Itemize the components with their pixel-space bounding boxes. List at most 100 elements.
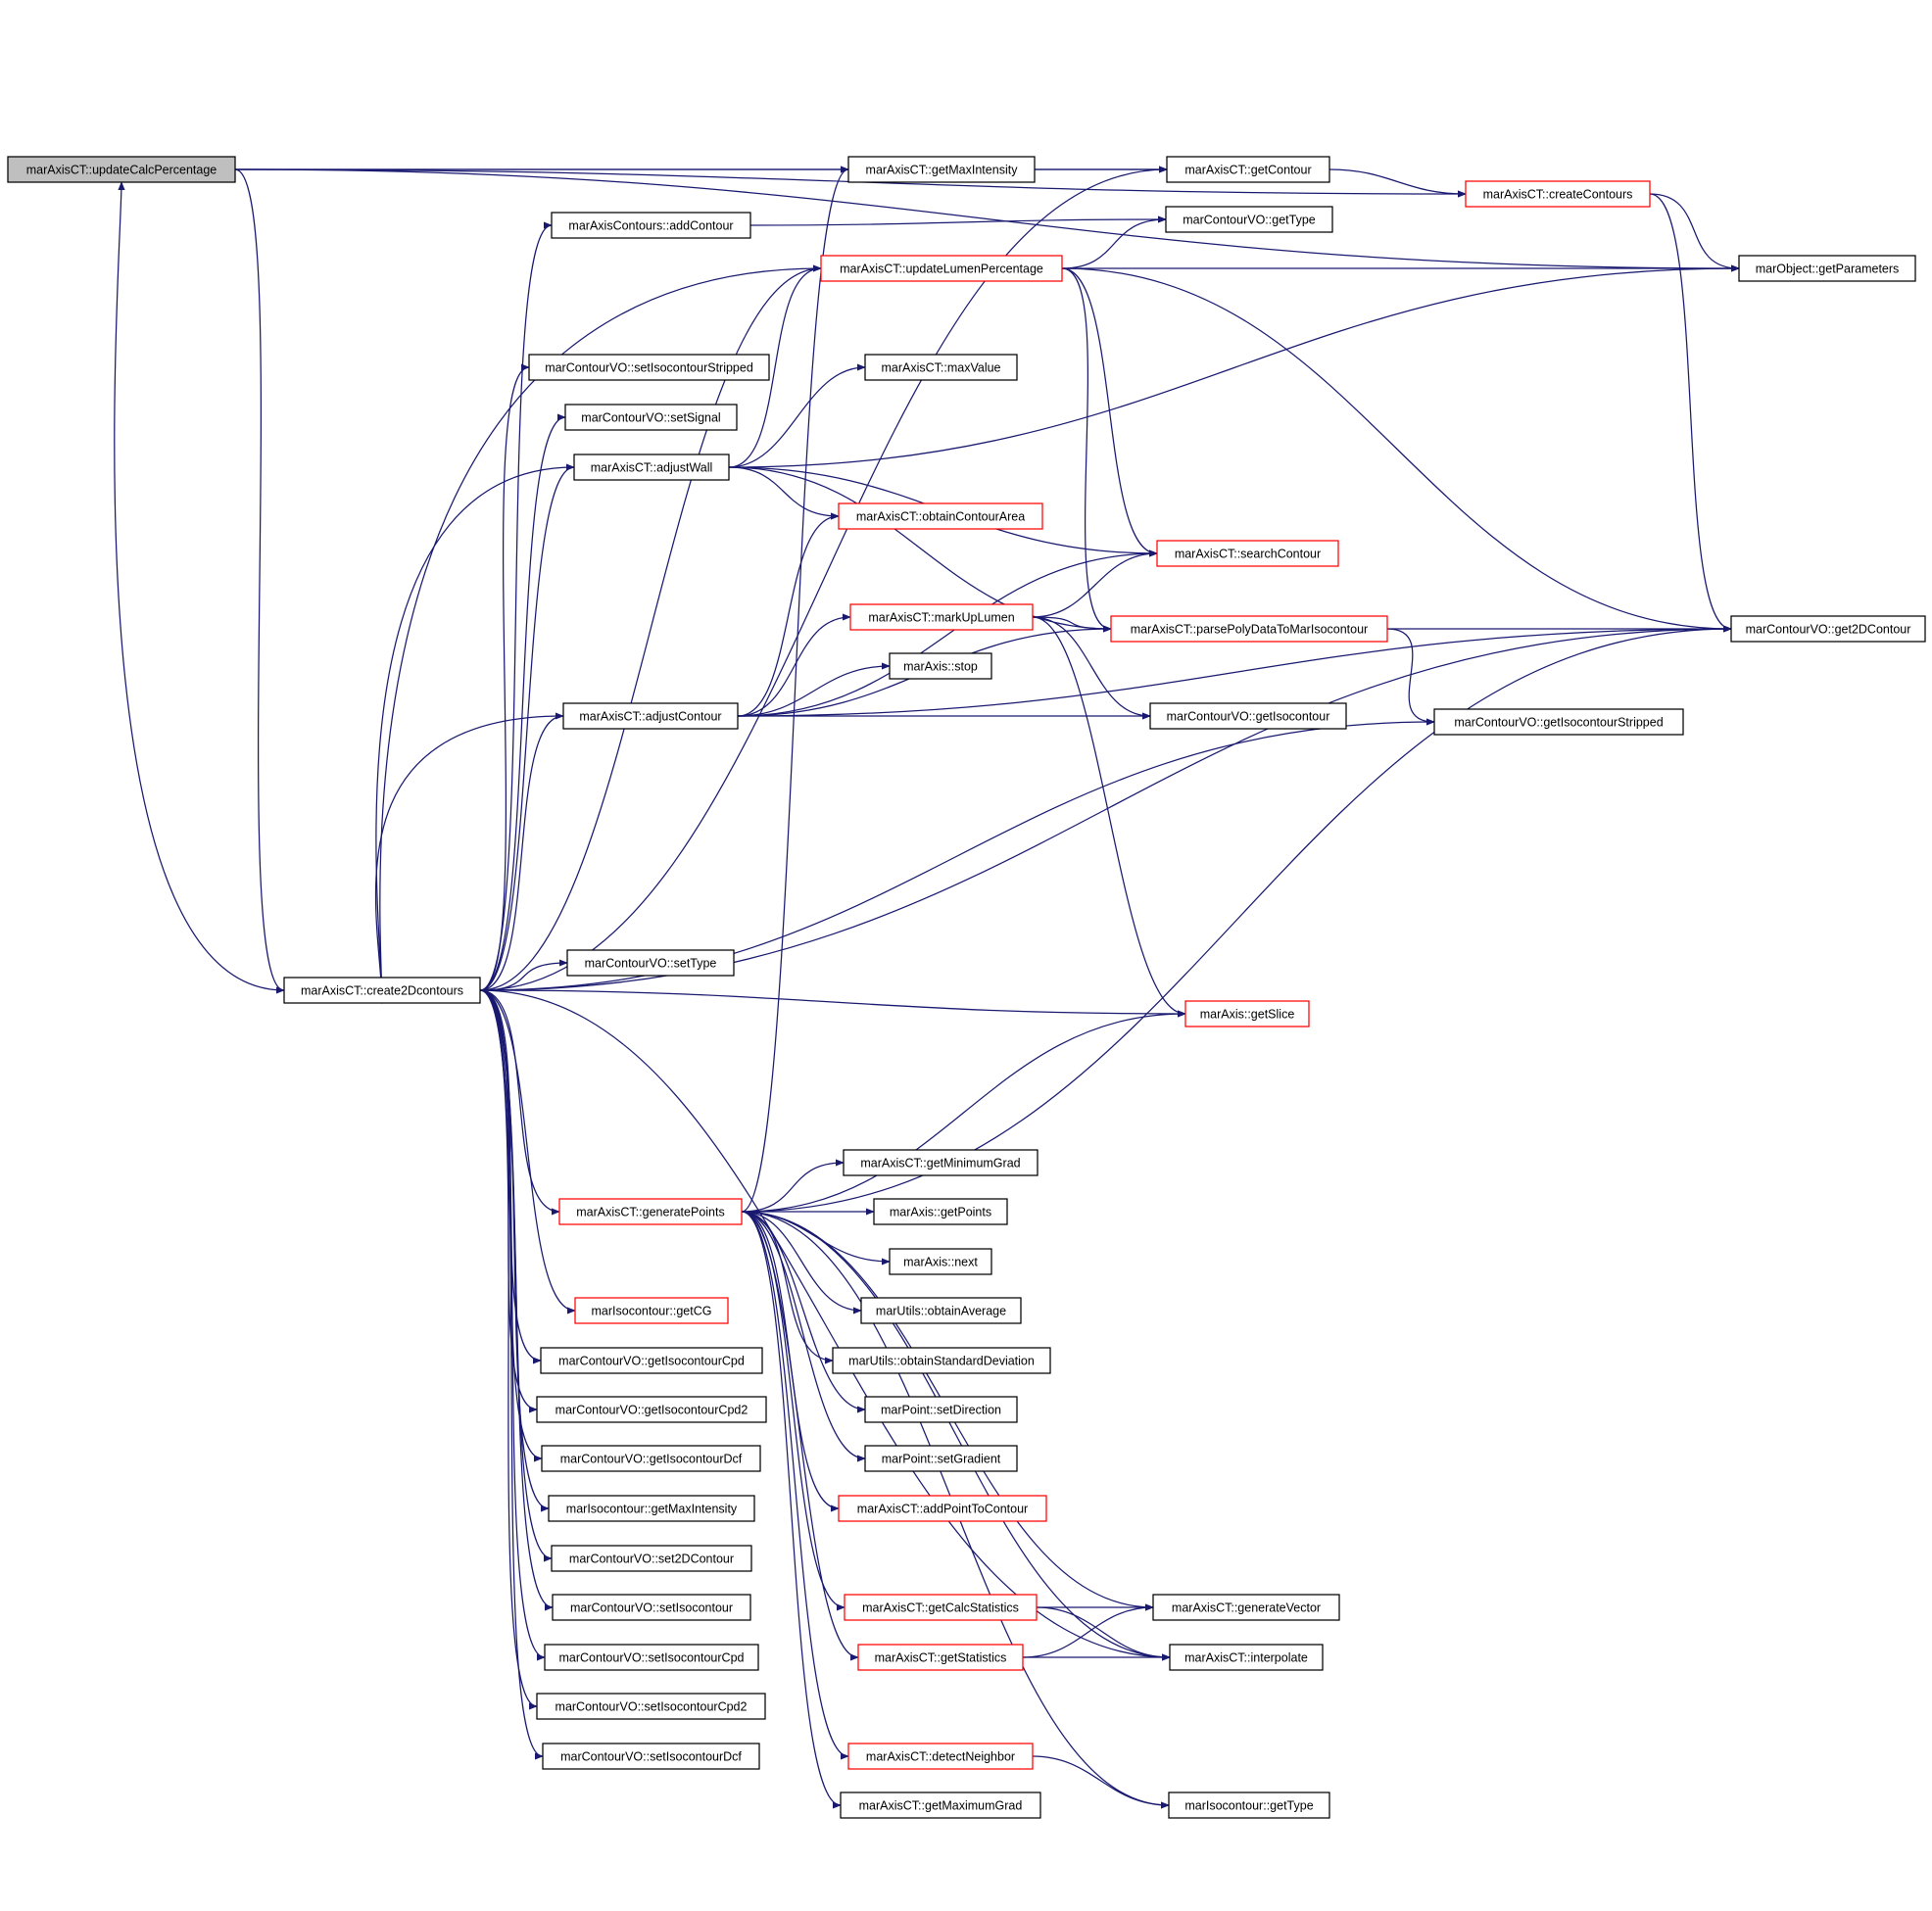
node-marcontourvo-getisocontourcpd[interactable]: marContourVO::getIsocontourCpd <box>540 1347 763 1374</box>
node-label: marAxisCT::adjustContour <box>579 709 721 723</box>
node-box <box>548 1495 755 1522</box>
node-marcontourvo-getisocontourdcf[interactable]: marContourVO::getIsocontourDcf <box>541 1445 761 1472</box>
node-marcontourvo-setisocontourdcf[interactable]: marContourVO::setIsocontourDcf <box>542 1743 760 1770</box>
node-marcontourvo-gettype[interactable]: marContourVO::getType <box>1165 206 1333 233</box>
call-edge <box>741 1211 862 1314</box>
node-maraxis-getpoints[interactable]: marAxis::getPoints <box>873 1198 1008 1225</box>
node-maraxisct-obtaincontourarea[interactable]: marAxisCT::obtainContourArea <box>838 502 1043 530</box>
node-maraxisct-markuplumen[interactable]: marAxisCT::markUpLumen <box>849 603 1034 631</box>
node-marobject-getparameters[interactable]: marObject::getParameters <box>1738 255 1916 282</box>
call-edge <box>741 166 849 1213</box>
node-label: marAxisCT::updateLumenPercentage <box>840 262 1043 275</box>
call-edge <box>479 625 1732 991</box>
node-label: marContourVO::setSignal <box>581 410 720 424</box>
node-label: marAxisCT::searchContour <box>1175 547 1321 560</box>
node-maraxis-stop[interactable]: marAxis::stop <box>889 652 992 680</box>
call-edge <box>1386 628 1435 726</box>
node-maraxisct-updatelumenpercentage[interactable]: marAxisCT::updateLumenPercentage <box>820 255 1063 282</box>
node-label: marIsocontour::getMaxIntensity <box>566 1502 738 1515</box>
node-label: marContourVO::setIsocontourStripped <box>545 360 753 374</box>
node-maraxisct-create2dcontours[interactable]: marAxisCT::create2Dcontours <box>283 977 481 1004</box>
node-marpoint-setdirection[interactable]: marPoint::setDirection <box>864 1396 1018 1423</box>
node-maraxisct-updatecalcpercentage[interactable]: marAxisCT::updateCalcPercentage <box>7 156 236 183</box>
node-label: marContourVO::getIsocontourCpd2 <box>555 1403 749 1416</box>
node-marcontourvo-settype[interactable]: marContourVO::setType <box>566 949 735 977</box>
node-marcontourvo-setsignal[interactable]: marContourVO::setSignal <box>564 404 738 431</box>
node-maraxisct-getmaxintensity[interactable]: marAxisCT::getMaxIntensity <box>847 156 1036 183</box>
call-edge <box>1061 267 1732 633</box>
node-marcontourvo-setisocontourstripped[interactable]: marContourVO::setIsocontourStripped <box>528 354 770 381</box>
node-maraxis-getslice[interactable]: marAxis::getSlice <box>1184 1000 1310 1027</box>
node-label: marAxisCT::getStatistics <box>875 1650 1007 1664</box>
node-maraxiscontours-addcontour[interactable]: marAxisContours::addContour <box>551 212 751 239</box>
node-box <box>838 502 1043 530</box>
node-marcontourvo-get2dcontour[interactable]: marContourVO::get2DContour <box>1730 615 1926 643</box>
node-marcontourvo-setisocontourcpd[interactable]: marContourVO::setIsocontourCpd <box>544 1644 759 1671</box>
call-edge <box>737 549 1158 717</box>
node-marcontourvo-setisocontour[interactable]: marContourVO::setIsocontour <box>552 1594 751 1621</box>
node-box <box>1738 255 1916 282</box>
node-label: marAxis::getPoints <box>890 1205 991 1218</box>
node-marcontourvo-getisocontour[interactable]: marContourVO::getIsocontour <box>1149 702 1347 730</box>
node-label: marAxisCT::create2Dcontours <box>301 983 463 997</box>
node-box <box>820 255 1063 282</box>
node-marcontourvo-getisocontourcpd2[interactable]: marContourVO::getIsocontourCpd2 <box>536 1396 767 1423</box>
node-box <box>573 454 730 481</box>
node-marcontourvo-setisocontourcpd2[interactable]: marContourVO::setIsocontourCpd2 <box>536 1693 766 1720</box>
node-maraxisct-generatepoints[interactable]: marAxisCT::generatePoints <box>558 1198 743 1225</box>
call-edge <box>741 1211 866 1462</box>
node-marisocontour-getcg[interactable]: marIsocontour::getCG <box>574 1297 729 1324</box>
node-maraxisct-getstatistics[interactable]: marAxisCT::getStatistics <box>857 1644 1024 1671</box>
node-box <box>840 1792 1041 1819</box>
node-maraxisct-maxvalue[interactable]: marAxisCT::maxValue <box>864 354 1018 381</box>
node-box <box>1168 1792 1330 1819</box>
node-maraxisct-interpolate[interactable]: marAxisCT::interpolate <box>1169 1644 1324 1671</box>
node-maraxisct-createcontours[interactable]: marAxisCT::createContours <box>1465 180 1651 208</box>
node-box <box>528 354 770 381</box>
node-maraxis-next[interactable]: marAxis::next <box>889 1248 992 1275</box>
node-maraxisct-getminimumgrad[interactable]: marAxisCT::getMinimumGrad <box>843 1149 1038 1176</box>
call-edge <box>479 989 560 1216</box>
node-box <box>536 1693 766 1720</box>
node-maraxisct-adjustwall[interactable]: marAxisCT::adjustWall <box>573 454 730 481</box>
node-marpoint-setgradient[interactable]: marPoint::setGradient <box>864 1445 1018 1472</box>
call-edge <box>1032 616 1186 1018</box>
node-label: marContourVO::setIsocontour <box>570 1600 733 1614</box>
node-box <box>540 1347 763 1374</box>
node-box <box>558 1198 743 1225</box>
node-box <box>889 1248 992 1275</box>
node-maraxisct-getmaximumgrad[interactable]: marAxisCT::getMaximumGrad <box>840 1792 1041 1819</box>
node-box <box>847 156 1036 183</box>
node-marisocontour-gettype[interactable]: marIsocontour::getType <box>1168 1792 1330 1819</box>
node-box <box>541 1445 761 1472</box>
node-label: marContourVO::set2DContour <box>569 1552 734 1565</box>
node-label: marAxisCT::obtainContourArea <box>856 509 1025 523</box>
call-edge <box>479 363 530 991</box>
node-maraxisct-getcontour[interactable]: marAxisCT::getContour <box>1166 156 1330 183</box>
node-box <box>1165 206 1333 233</box>
node-box <box>1730 615 1926 643</box>
node-label: marAxisCT::getMinimumGrad <box>860 1156 1020 1170</box>
call-edge <box>234 168 285 994</box>
node-label: marAxisContours::addContour <box>568 218 733 232</box>
node-marisocontour-getmaxintensity[interactable]: marIsocontour::getMaxIntensity <box>548 1495 755 1522</box>
node-maraxisct-searchcontour[interactable]: marAxisCT::searchContour <box>1156 540 1339 567</box>
node-marutils-obtainaverage[interactable]: marUtils::obtainAverage <box>860 1297 1022 1324</box>
node-maraxisct-addpointtocontour[interactable]: marAxisCT::addPointToContour <box>838 1495 1047 1522</box>
node-label: marIsocontour::getType <box>1184 1798 1313 1812</box>
node-label: marAxisCT::maxValue <box>881 360 1000 374</box>
node-maraxisct-getcalcstatistics[interactable]: marAxisCT::getCalcStatistics <box>844 1594 1038 1621</box>
node-maraxisct-generatevector[interactable]: marAxisCT::generateVector <box>1152 1594 1340 1621</box>
node-box <box>864 1445 1018 1472</box>
node-box <box>562 702 739 730</box>
call-edge <box>741 1211 1171 1661</box>
node-label: marContourVO::setIsocontourCpd2 <box>555 1699 748 1713</box>
node-marcontourvo-getisocontourstripped[interactable]: marContourVO::getIsocontourStripped <box>1433 708 1684 736</box>
node-maraxisct-detectneighbor[interactable]: marAxisCT::detectNeighbor <box>847 1743 1034 1770</box>
node-maraxisct-adjustcontour[interactable]: marAxisCT::adjustContour <box>562 702 739 730</box>
node-marutils-obtainstandarddeviation[interactable]: marUtils::obtainStandardDeviation <box>832 1347 1051 1374</box>
node-marcontourvo-set2dcontour[interactable]: marContourVO::set2DContour <box>551 1545 752 1572</box>
call-edge <box>479 413 566 991</box>
node-maraxisct-parsepolydatatomarisocontour[interactable]: marAxisCT::parsePolyDataToMarIsocontour <box>1110 615 1388 643</box>
